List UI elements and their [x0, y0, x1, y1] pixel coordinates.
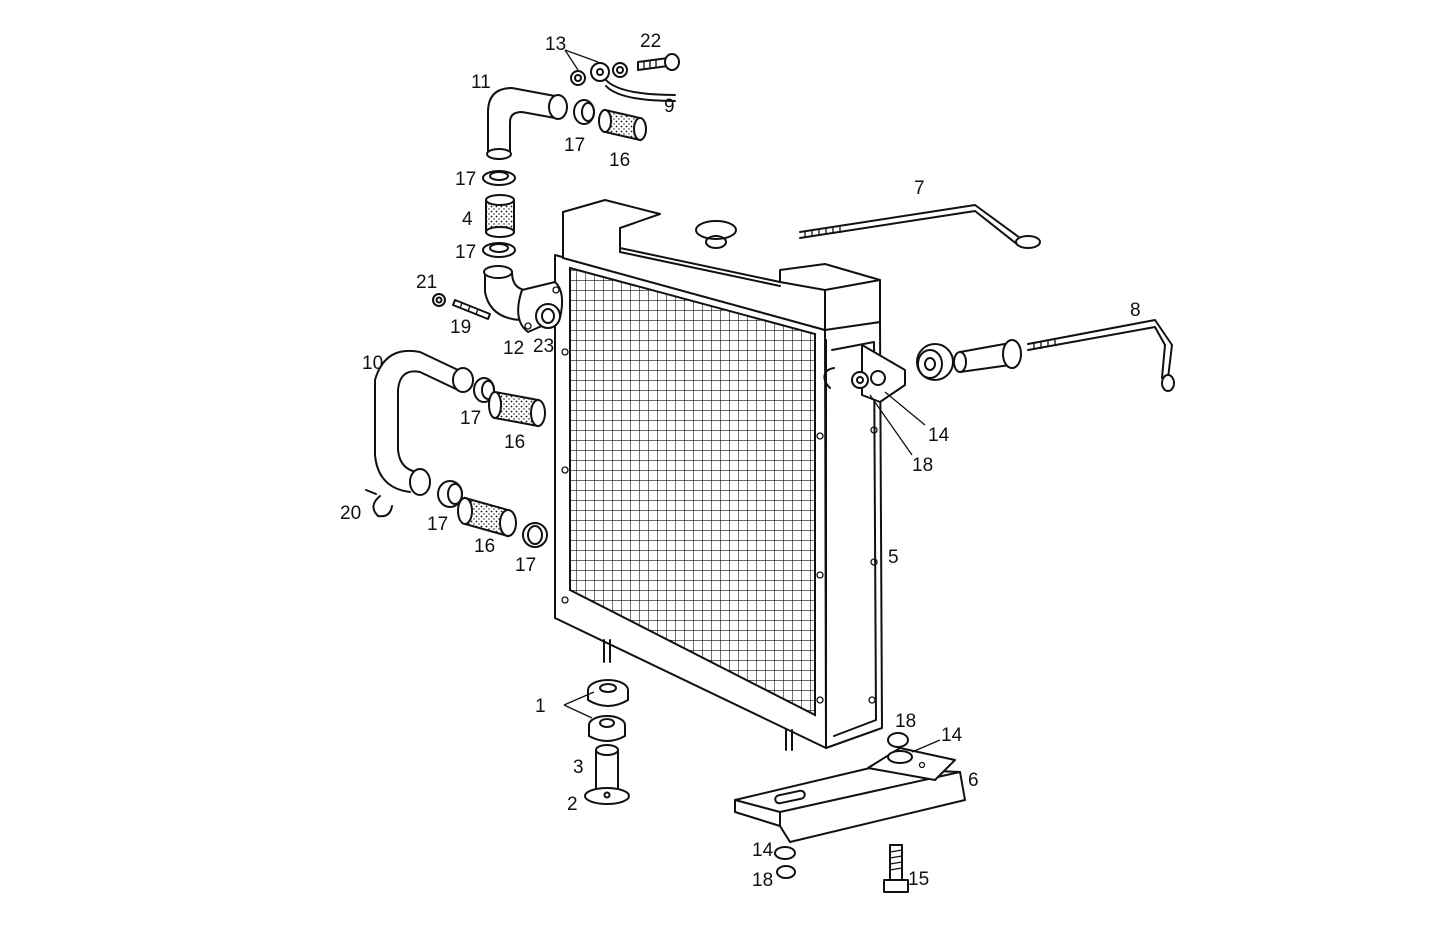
callout-7: 7 [914, 178, 925, 199]
callout-13: 13 [545, 34, 566, 55]
upper-clamp-and-sleeve [573, 99, 647, 142]
parts-1-2-3-mount [563, 679, 630, 805]
mid-clamp-and-sleeve [473, 377, 546, 428]
callout-4: 4 [462, 209, 473, 230]
callout-18-side: 18 [912, 455, 933, 476]
callout-10: 10 [362, 353, 383, 374]
part-10-lower-hose [365, 349, 474, 518]
callout-17-mid: 17 [460, 408, 481, 429]
lower-clamps-and-sleeve [437, 480, 548, 548]
callout-15: 15 [908, 869, 929, 890]
callout-18-bracket-bottom: 18 [752, 870, 773, 891]
parts-9-13-22 [564, 49, 680, 102]
filler-cap [695, 220, 737, 240]
callout-17-stack-top: 17 [455, 169, 476, 190]
part-6-lower-bracket [734, 732, 966, 893]
callout-5: 5 [888, 547, 899, 568]
callout-17-lower-left: 17 [427, 514, 448, 535]
callout-18-bracket-top: 18 [895, 711, 916, 732]
callout-14-bracket-bottom: 14 [752, 840, 774, 861]
callout-17-upper: 17 [564, 135, 585, 156]
callout-11: 11 [471, 72, 491, 93]
callout-23: 23 [533, 336, 554, 357]
callout-22: 22 [640, 31, 661, 52]
callout-16-upper: 16 [609, 150, 630, 171]
callout-14-side: 14 [928, 425, 950, 446]
callout-6: 6 [968, 770, 979, 791]
callout-3: 3 [573, 757, 584, 778]
lower-stud-left [603, 639, 611, 663]
part-8-tie-rod [851, 319, 1175, 392]
radiator [554, 199, 906, 751]
callout-2: 2 [567, 794, 578, 815]
callout-16-mid: 16 [504, 432, 525, 453]
callout-12: 12 [503, 338, 524, 359]
callout-8: 8 [1130, 300, 1141, 321]
callout-20: 20 [340, 503, 361, 524]
part-7-tie-rod [799, 204, 1041, 249]
callout-labels: 1 2 3 4 5 6 7 8 9 10 11 12 13 14 14 14 1… [340, 31, 1141, 891]
part-11-upper-hose [486, 87, 568, 160]
callout-17-stack-bottom: 17 [455, 242, 476, 263]
callout-21: 21 [416, 272, 437, 293]
callout-14-bracket-top: 14 [941, 725, 963, 746]
callout-1: 1 [535, 696, 546, 717]
parts-4-12-17-stack [482, 170, 564, 333]
callout-16-lower: 16 [474, 536, 495, 557]
leader-lines [869, 391, 941, 753]
lower-stud-right [785, 729, 793, 751]
parts-19-21 [432, 293, 491, 320]
callout-19: 19 [450, 317, 471, 338]
radiator-core [569, 266, 816, 717]
callout-9: 9 [664, 96, 675, 117]
callout-17-lower-right: 17 [515, 555, 536, 576]
